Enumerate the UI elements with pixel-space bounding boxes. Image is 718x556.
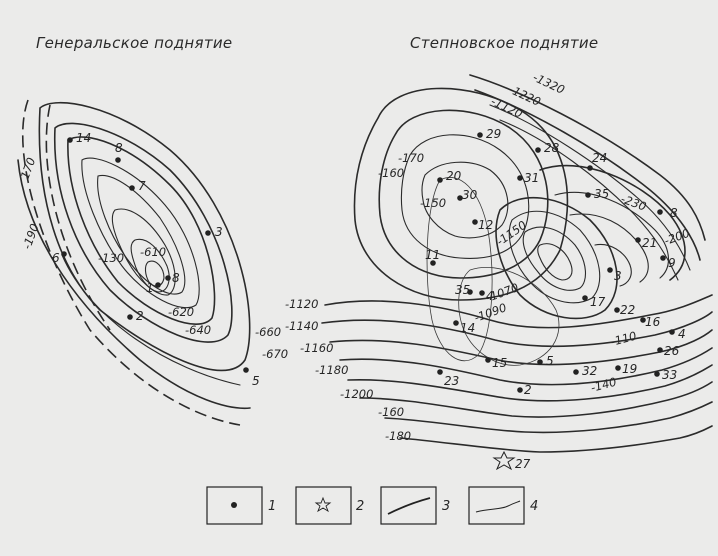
legend-item-4: 4	[468, 486, 538, 525]
svg-text:8: 8	[172, 271, 180, 285]
svg-text:2: 2	[136, 309, 144, 323]
svg-text:5: 5	[252, 374, 260, 388]
svg-text:-110: -110	[609, 329, 638, 349]
svg-text:7: 7	[138, 179, 146, 193]
svg-text:33: 33	[662, 368, 677, 382]
svg-text:-640: -640	[185, 323, 211, 337]
left-wells: 14 8 7 3 6 8 1 2 5	[52, 131, 260, 388]
svg-text:9: 9	[668, 256, 676, 270]
legend-item-1: 1	[206, 486, 276, 525]
svg-text:4: 4	[486, 289, 494, 303]
svg-text:12: 12	[478, 218, 493, 232]
svg-text:2: 2	[356, 499, 364, 514]
svg-text:19: 19	[622, 362, 637, 376]
svg-text:-140: -140	[589, 375, 618, 395]
svg-text:-180: -180	[385, 429, 411, 443]
svg-text:35: 35	[455, 283, 470, 297]
svg-text:22: 22	[620, 303, 635, 317]
legend-item-3: 3	[380, 486, 450, 525]
left-contours	[17, 99, 251, 426]
svg-text:-1200: -1200	[340, 387, 373, 401]
right-wells: 29 28 24 20 30 31 35 8 12 21 9 11 3 35 4…	[425, 127, 686, 471]
svg-text:-670: -670	[262, 347, 288, 361]
svg-text:3: 3	[442, 499, 450, 514]
legend: 1 2 3 4	[206, 486, 538, 525]
svg-text:-230: -230	[619, 192, 648, 214]
right-contour-labels: -1320 -1220 -1120 -170 -160 -150 -230 -2…	[285, 70, 692, 443]
title-general: Генеральское поднятие	[36, 34, 232, 52]
svg-text:3: 3	[215, 225, 223, 239]
svg-text:26: 26	[664, 344, 680, 358]
svg-text:1: 1	[146, 281, 154, 295]
svg-text:20: 20	[446, 169, 462, 183]
svg-text:8: 8	[670, 206, 678, 220]
legend-item-2: 2	[295, 486, 364, 525]
svg-text:8: 8	[115, 141, 123, 155]
svg-text:-1140: -1140	[285, 319, 318, 333]
svg-text:-1180: -1180	[315, 363, 348, 377]
svg-text:21: 21	[642, 236, 657, 250]
svg-text:-1160: -1160	[300, 341, 333, 355]
svg-text:6: 6	[52, 251, 60, 265]
svg-text:4: 4	[678, 327, 686, 341]
svg-text:15: 15	[492, 356, 507, 370]
svg-text:-130: -130	[98, 251, 124, 265]
svg-text:29: 29	[486, 127, 501, 141]
svg-text:27: 27	[515, 457, 531, 471]
svg-text:31: 31	[524, 171, 539, 185]
svg-text:14: 14	[76, 131, 91, 145]
svg-text:-660: -660	[255, 325, 281, 339]
left-contour-labels: 170 -190 -130 -610 -620 -640 -660 -670	[18, 156, 288, 361]
svg-text:-1120: -1120	[285, 297, 318, 311]
svg-text:17: 17	[590, 295, 606, 309]
well-27-symbol	[492, 450, 516, 471]
svg-text:28: 28	[544, 141, 560, 155]
svg-text:-170: -170	[398, 151, 424, 165]
svg-text:-610: -610	[140, 245, 166, 259]
svg-text:4: 4	[530, 499, 538, 514]
svg-text:5: 5	[546, 354, 554, 368]
svg-text:24: 24	[592, 151, 607, 165]
svg-text:23: 23	[444, 374, 459, 388]
svg-text:30: 30	[462, 188, 478, 202]
svg-text:32: 32	[582, 364, 597, 378]
svg-text:3: 3	[614, 269, 622, 283]
svg-text:-620: -620	[168, 305, 194, 319]
svg-text:35: 35	[594, 187, 609, 201]
right-contours	[321, 74, 713, 453]
title-stepnov: Степновское поднятие	[410, 34, 598, 52]
svg-text:2: 2	[524, 383, 532, 397]
svg-text:-160: -160	[378, 166, 404, 180]
svg-text:11: 11	[425, 248, 440, 262]
svg-text:1: 1	[268, 499, 276, 514]
svg-text:14: 14	[460, 321, 475, 335]
svg-text:-160: -160	[378, 405, 404, 419]
svg-text:16: 16	[645, 315, 661, 329]
svg-text:-150: -150	[420, 196, 446, 210]
svg-text:170: 170	[18, 156, 39, 181]
svg-text:-190: -190	[20, 222, 42, 251]
